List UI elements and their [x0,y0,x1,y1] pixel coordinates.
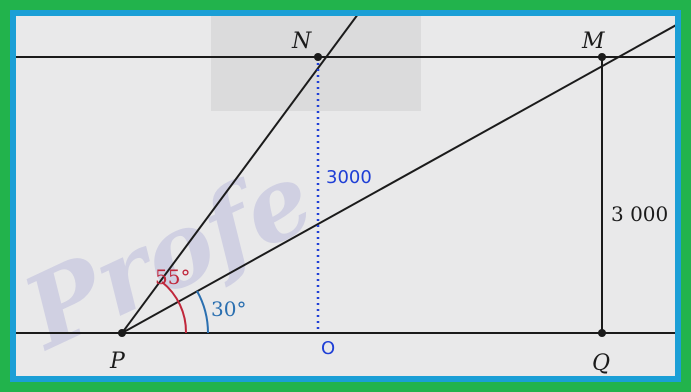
geometry-diagram: Profe N M P Q [16,16,675,376]
angle-label-55: 55° [155,265,190,289]
angle-arc-30 [196,290,209,334]
label-m: M [581,29,605,54]
angle-label-30: 30° [211,297,246,321]
length-mq: 3 000 [611,202,668,226]
length-no: 3000 [326,167,372,188]
watermark-image [211,16,421,111]
watermark-text: Profe [16,138,330,374]
label-o: O [321,338,335,359]
label-p: P [109,349,126,374]
diagram-paper: Profe N M P Q [16,16,675,376]
point-m [598,53,606,61]
point-n [314,53,322,61]
label-n: N [291,29,312,54]
watermark: Profe [16,138,330,374]
line-pm [121,24,675,334]
line-pn [121,16,358,334]
label-q: Q [592,351,610,376]
point-p [118,329,126,337]
angle-arc-55 [161,281,188,334]
point-q [598,329,606,337]
